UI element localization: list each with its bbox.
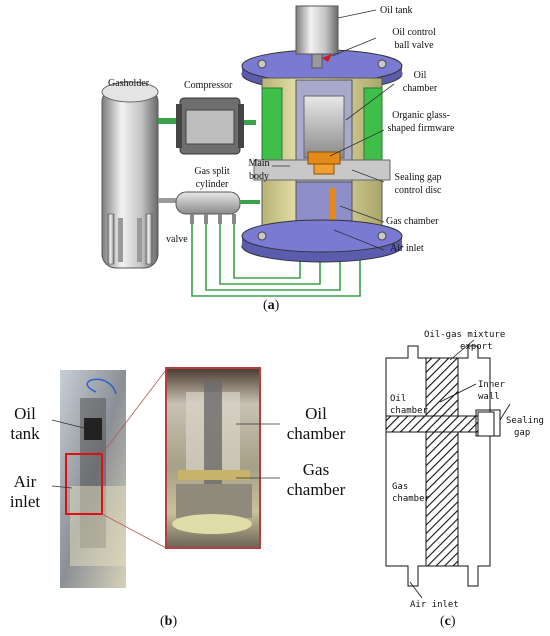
label-oil-chamber-line2: chamber xyxy=(402,83,438,94)
label-oil-tank: Oil tank xyxy=(380,5,413,16)
gasholder-tank xyxy=(101,81,180,269)
panel-a-diagram xyxy=(101,5,403,297)
panel-c-schematic xyxy=(385,339,511,599)
label-valve: valve xyxy=(166,234,188,245)
main-body xyxy=(241,49,403,263)
label-main-body-line2: body xyxy=(249,171,269,182)
compressor-unit xyxy=(176,97,256,155)
leader-lines xyxy=(272,9,395,251)
label-c-sealing-gap-line1: Sealing xyxy=(506,416,544,426)
sealing-disc xyxy=(385,415,491,433)
label-organic-glass-line1: Organic glass- xyxy=(392,110,450,121)
label-b-oil-tank-line2: tank xyxy=(10,424,40,443)
label-air-inlet: Air inlet xyxy=(390,243,424,254)
label-c-gas-chamber-line2: chamber xyxy=(392,494,430,504)
label-c-inner-wall-line1: Inner xyxy=(478,380,506,390)
label-b-oil-chamber-line1: Oil xyxy=(305,404,327,423)
label-gasholder: Gasholder xyxy=(108,78,150,89)
sealing-gap-box xyxy=(475,409,501,437)
label-b-oil-chamber-line2: chamber xyxy=(286,424,346,443)
label-b-oil-tank-line1: Oil xyxy=(14,404,36,423)
label-gas-split-line1: Gas split xyxy=(194,166,230,177)
label-gas-split-line2: cylinder xyxy=(195,179,229,190)
caption-c: (c) xyxy=(440,614,456,629)
label-c-oil-chamber-line2: chamber xyxy=(390,406,428,416)
oil-tank xyxy=(295,5,339,69)
label-oil-control-valve-line2: ball valve xyxy=(394,40,434,51)
label-sealing-gap-line1: Sealing gap xyxy=(394,172,442,183)
label-c-inner-wall-line2: wall xyxy=(478,392,500,402)
zoom-box xyxy=(65,453,103,515)
gas-split-cylinder xyxy=(175,191,260,224)
caption-a: (a) xyxy=(263,298,280,313)
label-c-air-inlet: Air inlet xyxy=(410,600,459,610)
label-b-gas-chamber-line1: Gas xyxy=(302,460,330,479)
gas-lines xyxy=(191,224,361,297)
label-main-body-line1: Main xyxy=(248,158,270,169)
panel-b-photos xyxy=(51,367,280,588)
label-b-air-inlet-line1: Air xyxy=(13,472,37,491)
label-sealing-gap-line2: control disc xyxy=(394,185,442,196)
label-b-air-inlet-line2: inlet xyxy=(9,492,41,511)
caption-b: (b) xyxy=(160,614,178,629)
label-c-export-line1: Oil-gas mixture xyxy=(424,330,506,340)
label-oil-chamber-line1: Oil xyxy=(413,70,427,81)
label-c-sealing-gap-line2: gap xyxy=(514,428,531,438)
label-organic-glass-line2: shaped firmware xyxy=(387,123,455,134)
label-oil-control-valve-line1: Oil control xyxy=(392,27,436,38)
label-c-export-line2: export xyxy=(460,342,493,352)
label-c-oil-chamber-line1: Oil xyxy=(390,394,407,404)
inner-wall xyxy=(425,357,459,567)
label-b-gas-chamber-line2: chamber xyxy=(286,480,346,499)
label-compressor: Compressor xyxy=(184,80,233,91)
label-c-gas-chamber-line1: Gas xyxy=(392,482,409,492)
label-gas-chamber: Gas chamber xyxy=(386,216,439,227)
